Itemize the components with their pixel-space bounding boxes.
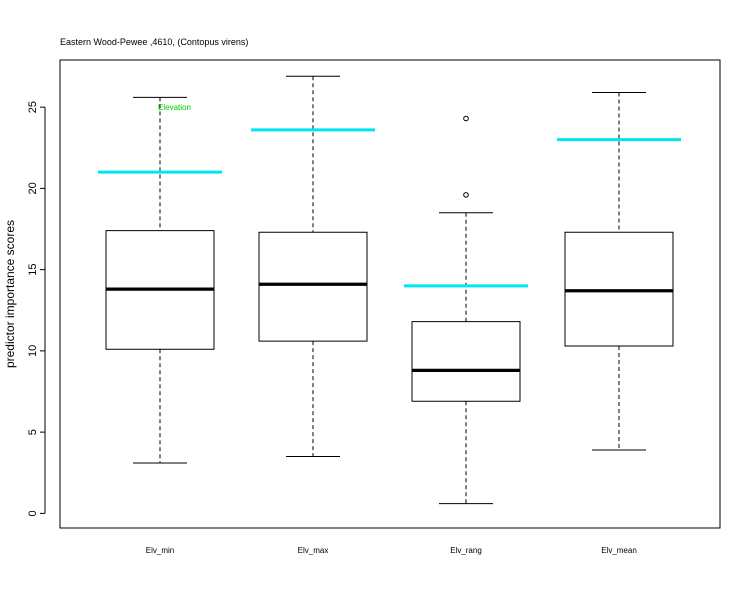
y-tick-label: 0 <box>27 510 39 516</box>
outlier-point <box>463 192 469 198</box>
y-axis: 0 5 10 15 20 25 <box>27 101 46 516</box>
y-axis-label: predictor importance scores <box>3 220 17 368</box>
annotations: Elevation <box>158 103 191 112</box>
x-category-label: Elv_min <box>146 546 174 555</box>
y-tick-label: 25 <box>27 101 39 113</box>
reference-lines <box>98 128 681 288</box>
interquartile-box <box>564 231 674 347</box>
box-Elv_rang <box>411 115 521 505</box>
x-category-label: Elv_mean <box>601 546 637 555</box>
interquartile-box <box>258 231 368 342</box>
outlier-point <box>463 115 469 122</box>
box-Elv_max <box>258 75 368 457</box>
chart-title: Eastern Wood-Pewee ,4610, (Contopus vire… <box>60 37 248 47</box>
y-tick-label: 5 <box>27 429 39 435</box>
box-Elv_mean <box>564 92 674 451</box>
x-axis-categories: Elv_min Elv_max Elv_rang Elv_mean <box>146 546 637 555</box>
x-category-label: Elv_max <box>298 546 329 555</box>
y-tick-label: 20 <box>27 182 39 194</box>
interquartile-box <box>411 321 521 402</box>
annotation-label: Elevation <box>158 103 191 112</box>
y-tick-label: 15 <box>27 264 39 276</box>
box-Elv_min <box>105 96 215 464</box>
x-category-label: Elv_rang <box>450 546 482 555</box>
y-tick-label: 10 <box>27 345 39 357</box>
plot-frame <box>59 59 721 529</box>
box-series <box>105 75 674 505</box>
